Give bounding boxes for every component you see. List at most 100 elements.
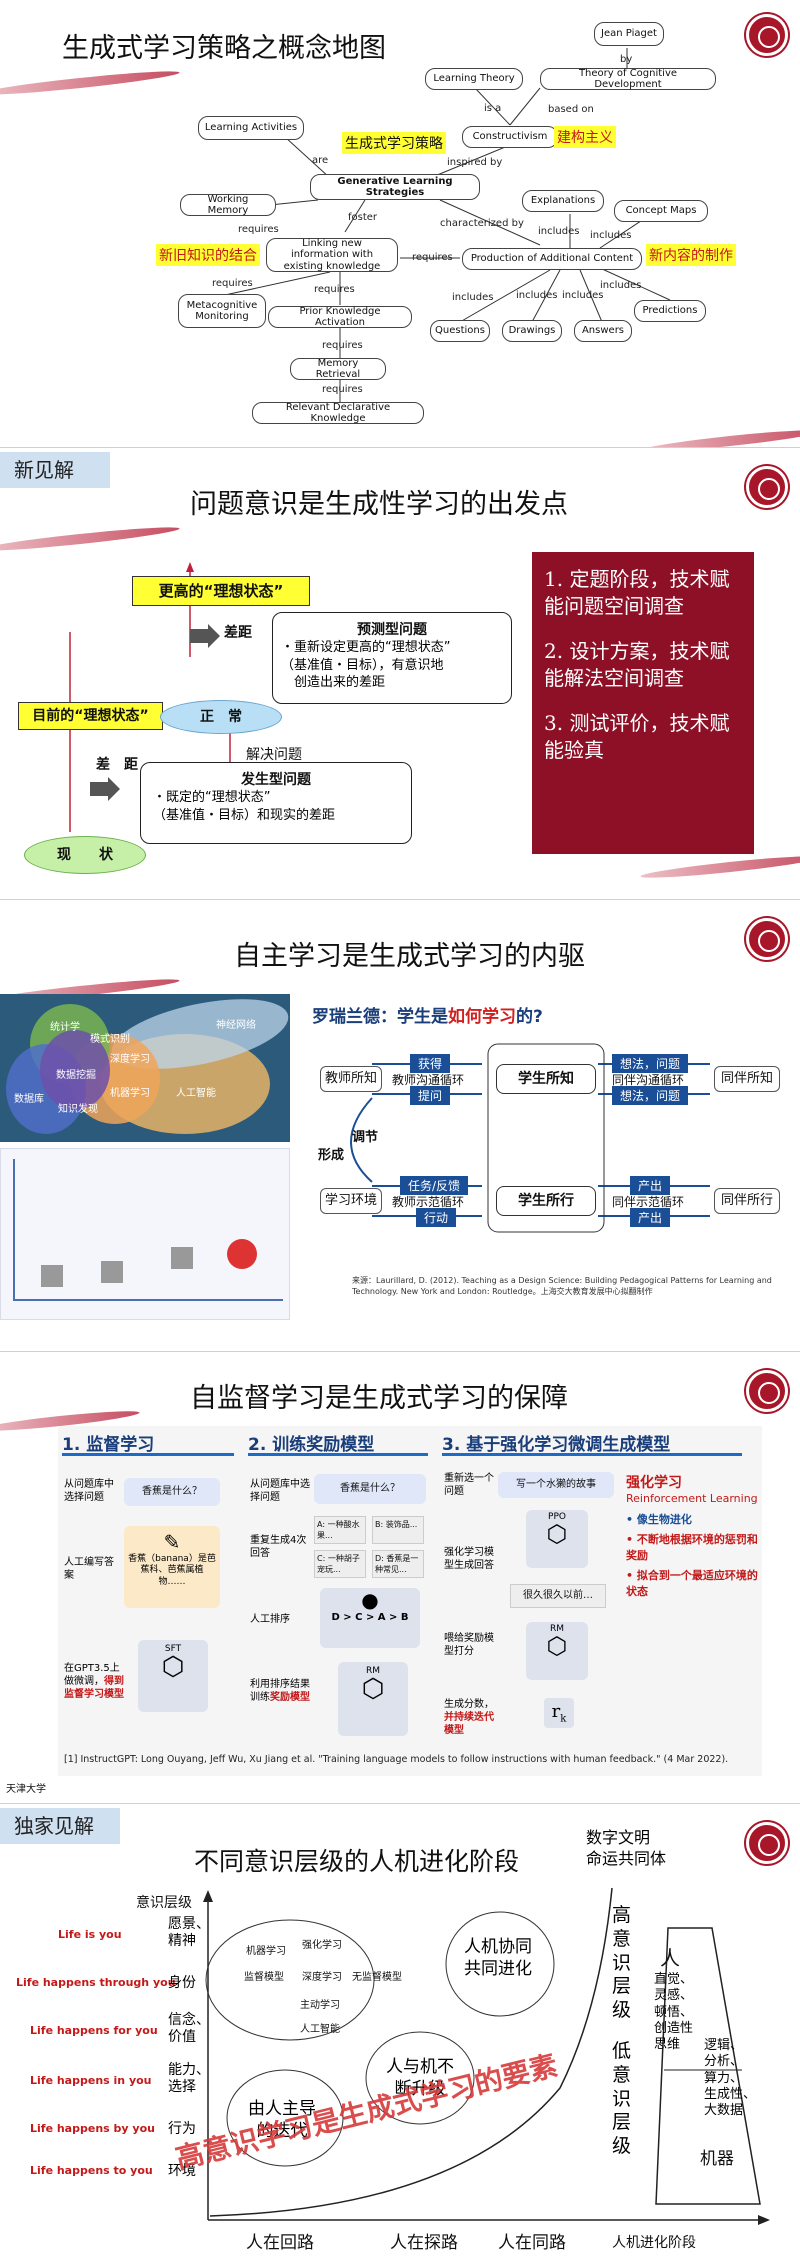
box-peer-do: 同伴所行 xyxy=(714,1188,780,1214)
predict-problem-box: 预测型问题 ・重新设定更高的“理想状态” （基准值・目标），有意识地 创造出来的… xyxy=(272,612,512,704)
life-text: Life happens in you xyxy=(30,2074,152,2087)
edge-characterized-by: characterized by xyxy=(440,218,524,229)
model-label: PPO xyxy=(548,1512,566,1522)
venn-label: 知识发现 xyxy=(58,1104,98,1115)
slide5-tag: 独家见解 xyxy=(0,1808,120,1844)
x-axis-label: 人机进化阶段 xyxy=(612,2235,696,2251)
col2-step2: 重复生成4次回答 xyxy=(250,1535,307,1559)
slide4-title: 自监督学习是生成式学习的保障 xyxy=(190,1383,568,1414)
step-item: 3. 测试评价，技术赋能验真 xyxy=(544,711,730,762)
high-level-label: 高 意 识 层 级 xyxy=(612,1904,632,2021)
edge-requires-prod: requires xyxy=(412,252,453,263)
slide1-title: 生成式学习策略之概念地图 xyxy=(62,33,386,64)
current-ideal-label: 目前的“理想状态” xyxy=(18,702,163,730)
rl-en: Reinforcement Learning xyxy=(626,1492,758,1505)
edge-requires-wm: requires xyxy=(238,224,279,235)
step-item: 1. 定题阶段，技术赋能问题空间调查 xyxy=(544,567,730,618)
gap-top-label: 差距 xyxy=(224,625,252,641)
timeline-thumb xyxy=(227,1239,257,1269)
label-adjust: 调节 xyxy=(352,1130,379,1145)
higher-ideal-label: 更高的“理想状态” xyxy=(132,576,310,606)
occur-title: 发生型问题 xyxy=(241,772,311,788)
edge-based-on: based on xyxy=(548,104,594,115)
machine-traits: 逻辑、 分析、 算力、 生成性、 大数据 xyxy=(704,2038,757,2118)
node-production: Production of Additional Content xyxy=(462,248,642,270)
node-predictions: Predictions xyxy=(634,300,706,322)
laurillard-title: 罗瑞兰德：学生是如何学习的? xyxy=(312,1007,543,1027)
slide-consciousness-levels: 独家见解 不同意识层级的人机进化阶段 数字文明 命运共同体 意识层级 Life … xyxy=(0,1808,800,2259)
low-level-label: 低 意 识 层 级 xyxy=(612,2040,632,2157)
node-concept-maps: Concept Maps xyxy=(614,200,708,222)
label-action: 行动 xyxy=(416,1208,457,1227)
node-theory-cognitive: Theory of Cognitive Development xyxy=(540,68,716,90)
node-jean-piaget: Jean Piaget xyxy=(594,22,664,46)
col3-step1: 重新选一个问题 xyxy=(444,1473,494,1497)
x-axis-label: 人在探路 xyxy=(390,2233,458,2253)
human-traits: 直觉、 灵感、 顿悟、 创造性 思维 xyxy=(654,1972,694,2052)
label-output2: 产出 xyxy=(630,1208,671,1227)
level-text: 环境 xyxy=(168,2163,196,2179)
predict-title: 预测型问题 xyxy=(357,622,427,638)
network-icon: ⬡ xyxy=(161,1652,185,1682)
timeline-axis xyxy=(13,1159,15,1301)
stage-human-ai: 人与机不 断升级 xyxy=(386,2057,454,2100)
rank-text: D > C > A > B xyxy=(331,1612,409,1623)
normal-oval: 正 常 xyxy=(160,700,282,734)
venn-label: 模式识别 xyxy=(90,1034,130,1045)
col1-model: SFT ⬡ xyxy=(138,1640,208,1712)
node-working-memory: Working Memory xyxy=(180,194,276,216)
level-text: 身份 xyxy=(168,1975,196,1991)
col3-ppo: PPO ⬡ xyxy=(526,1510,588,1568)
solve-label: 解决问题 xyxy=(246,747,302,763)
venn-label: 数据挖掘 xyxy=(56,1070,96,1081)
node-constructivism: Constructivism xyxy=(462,126,558,148)
edge-inspired-by: inspired by xyxy=(447,157,503,168)
level-text: 行为 xyxy=(168,2121,196,2137)
highlight-gls-cn: 生成式学习策略 xyxy=(342,132,446,154)
col1-header: 1. 监督学习 xyxy=(62,1430,234,1456)
slide2-tag: 新见解 xyxy=(0,452,110,488)
venn-dm-circle xyxy=(40,1030,110,1110)
col2-bubble: 香蕉是什么？ xyxy=(314,1474,426,1504)
node-learning-theory: Learning Theory xyxy=(425,68,523,90)
timeline-thumb xyxy=(171,1247,193,1269)
col3-step4: 生成分数，并持续迭代模型 xyxy=(444,1699,494,1736)
venn-label: 统计学 xyxy=(50,1022,80,1033)
node-answers: Answers xyxy=(574,320,632,342)
gap-bottom-label: 差 距 xyxy=(96,757,138,773)
model-label: RM xyxy=(549,1624,565,1634)
col1-step1: 从问题库中选择问题 xyxy=(64,1479,114,1503)
col1-step2: 人工编写答案 xyxy=(64,1557,114,1581)
rl-box: 强化学习 Reinforcement Learning • 像生物进化 • 不断… xyxy=(626,1472,760,1672)
inner-term: 强化学习 xyxy=(302,1940,342,1951)
col3-bubble: 写一个水獭的故事 xyxy=(498,1472,614,1498)
box-student-do: 学生所行 xyxy=(496,1186,596,1216)
edge-includes-a: includes xyxy=(562,290,604,301)
inner-term: 监督模型 xyxy=(244,1972,284,1983)
node-linking: Linking new information with existing kn… xyxy=(266,238,398,272)
venn-label: 数据库 xyxy=(14,1094,44,1105)
life-text: Life is you xyxy=(58,1928,122,1941)
level-text: 信念、 价值 xyxy=(168,2012,210,2045)
laurillard-source: 来源：Laurillard, D. (2012). Teaching as a … xyxy=(352,1276,772,1296)
venn-label: 人工智能 xyxy=(176,1088,216,1099)
label-form: 形成 xyxy=(318,1148,345,1163)
node-prior-knowledge: Prior Knowledge Activation xyxy=(268,306,412,328)
col3-step3: 喂给奖励模型打分 xyxy=(444,1633,494,1657)
answer-text: 香蕉（banana）是芭蕉科、芭蕉属植物…… xyxy=(128,1554,216,1587)
edge-includes-expl: includes xyxy=(538,226,580,237)
col2-opt: C: 一种胡子宠玩... xyxy=(314,1550,366,1578)
slide3-title: 自主学习是生成式学习的内驱 xyxy=(234,941,585,972)
life-text: Life happens through you xyxy=(16,1976,176,1989)
life-text: Life happens for you xyxy=(30,2024,158,2037)
edge-includes-d: includes xyxy=(516,290,558,301)
model-label: SFT xyxy=(164,1644,182,1654)
col2-step4: 利用排序结果训练奖励模型 xyxy=(250,1679,310,1703)
edge-includes-q: includes xyxy=(452,292,494,303)
venn-label: 神经网络 xyxy=(216,1020,256,1031)
slide5-title: 不同意识层级的人机进化阶段 xyxy=(194,1847,520,1876)
university-seal-icon xyxy=(746,1370,788,1412)
timeline-thumbnail xyxy=(0,1148,290,1320)
slide-concept-map: 生成式学习策略之概念地图 Jean Piaget by Learni xyxy=(0,0,800,448)
edge-requires-decl: requires xyxy=(322,384,363,395)
